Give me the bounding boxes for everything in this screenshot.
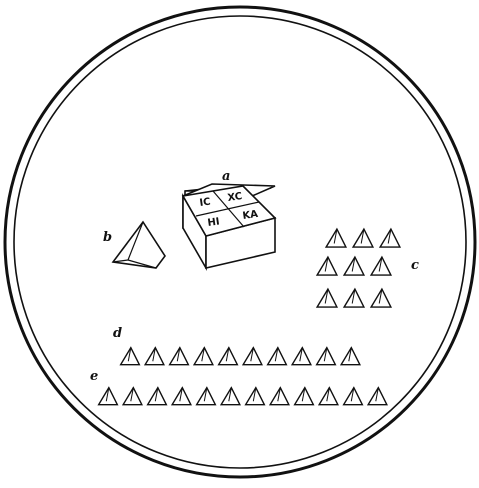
crystal-c-0-0 (326, 229, 346, 247)
crystal-e-8 (295, 388, 314, 405)
label-c: c (411, 258, 419, 273)
crystal-d-2 (170, 348, 189, 365)
crystal-c-1-0 (317, 257, 337, 275)
crystal-e-5 (221, 388, 240, 405)
crystal-e-1 (123, 388, 142, 405)
crystal-c-0-2 (380, 229, 400, 247)
crystal-d-3 (194, 348, 213, 365)
crystal-e-7 (270, 388, 289, 405)
crystal-d-0 (121, 348, 140, 365)
crystal-e-11 (368, 388, 387, 405)
box-a: IC XC HI KA (183, 184, 275, 268)
crystal-d-9 (341, 348, 360, 365)
crystal-c-1-1 (344, 257, 364, 275)
crystal-c-2-0 (317, 289, 337, 307)
crystal-e-4 (197, 388, 216, 405)
box-label-hi: HI (207, 216, 221, 229)
label-b: b (103, 230, 112, 245)
crystal-e-3 (172, 388, 191, 405)
crystal-c-1-2 (371, 257, 391, 275)
label-e: e (90, 369, 98, 384)
crystal-e-10 (344, 388, 363, 405)
crystal-e-6 (246, 388, 265, 405)
crystal-row-e (99, 388, 387, 405)
crystal-group-c (317, 229, 400, 307)
crystal-c-2-2 (371, 289, 391, 307)
crystal-c-0-1 (353, 229, 373, 247)
crystal-d-7 (292, 348, 311, 365)
crystal-e-0 (99, 388, 118, 405)
crystal-c-2-1 (344, 289, 364, 307)
crystal-e-9 (319, 388, 338, 405)
crystal-d-1 (145, 348, 164, 365)
box-label-ic: IC (199, 197, 211, 209)
crystal-e-2 (148, 388, 167, 405)
crystal-d-8 (317, 348, 336, 365)
label-a: a (222, 169, 230, 184)
box-label-ka: KA (242, 209, 259, 222)
label-d: d (113, 326, 122, 341)
box-label-xc: XC (227, 191, 243, 204)
tetrahedron-b (113, 222, 165, 268)
crystal-d-4 (219, 348, 238, 365)
crystal-d-5 (243, 348, 262, 365)
crystal-row-d (121, 348, 360, 365)
crystal-d-6 (268, 348, 287, 365)
